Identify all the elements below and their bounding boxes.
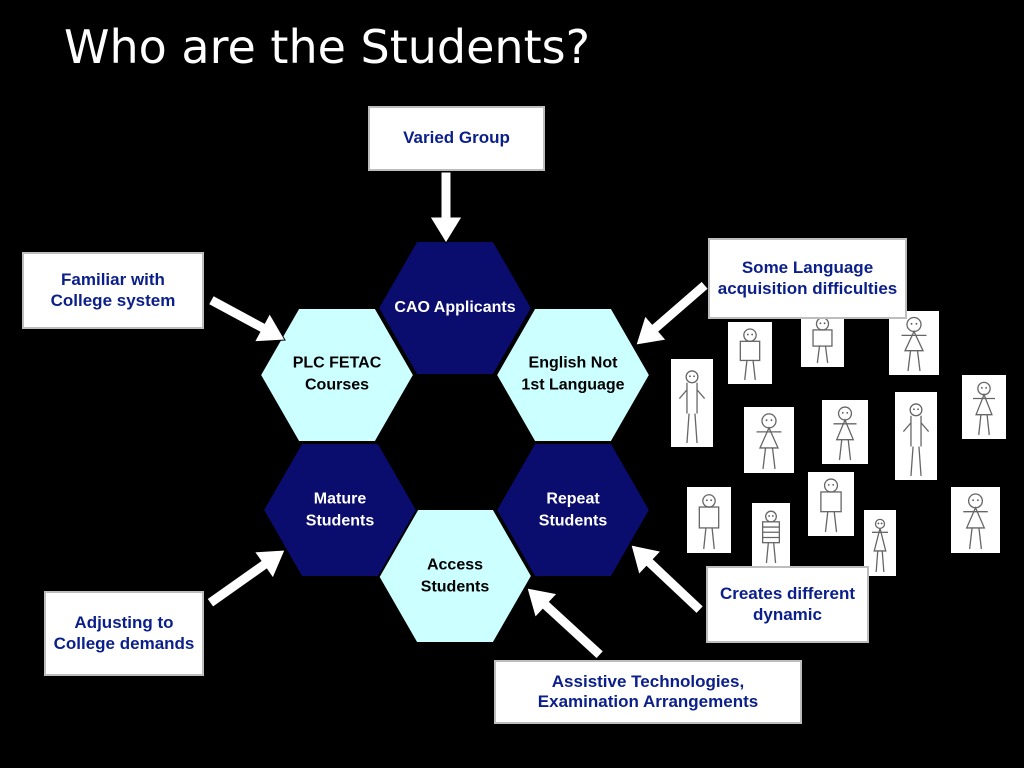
student-figure — [962, 375, 1006, 439]
student-figure — [951, 487, 1000, 553]
hex-label-access: Access Students — [420, 556, 490, 595]
student-figure — [808, 472, 854, 536]
callout-adjusting-demands: Adjusting to College demands — [44, 591, 204, 676]
arrow-language-difficulties — [635, 280, 710, 346]
hexagon-ring — [258, 240, 652, 644]
arrow-varied-group — [429, 171, 463, 244]
student-figure — [801, 312, 844, 367]
hex-repeat — [494, 442, 652, 578]
hex-label-english: English Not 1st Language — [521, 354, 625, 393]
hex-cao — [376, 240, 534, 376]
arrow-group — [206, 171, 710, 660]
callout-familiar-college: Familiar with College system — [22, 252, 204, 329]
student-figure — [687, 487, 731, 553]
student-figure — [728, 322, 772, 384]
callout-varied-group: Varied Group — [368, 106, 545, 171]
arrow-adjusting-demands — [206, 549, 286, 608]
hex-label-mature: Mature Students — [305, 490, 375, 529]
arrow-assistive-tech — [526, 587, 605, 660]
callout-different-dynamic: Creates different dynamic — [706, 566, 869, 643]
callout-language-difficulties: Some Language acquisition difficulties — [708, 238, 907, 319]
student-figure — [744, 407, 794, 473]
slide-title: Who are the Students? — [64, 20, 590, 74]
hex-plc — [258, 307, 416, 443]
hex-label-plc: PLC FETAC Courses — [292, 354, 382, 393]
hex-label-repeat: Repeat Students — [538, 490, 608, 529]
hex-label-cao: CAO Applicants — [394, 299, 516, 317]
arrow-different-dynamic — [630, 544, 705, 615]
student-figure — [889, 311, 939, 375]
student-figure — [822, 400, 868, 464]
student-figure — [895, 392, 937, 480]
student-figure — [671, 359, 713, 447]
arrow-familiar-college — [207, 294, 286, 343]
student-figure — [864, 510, 896, 576]
callout-assistive-tech: Assistive Technologies, Examination Arra… — [494, 660, 802, 724]
student-figure — [752, 503, 790, 567]
student-figures — [671, 311, 1006, 576]
